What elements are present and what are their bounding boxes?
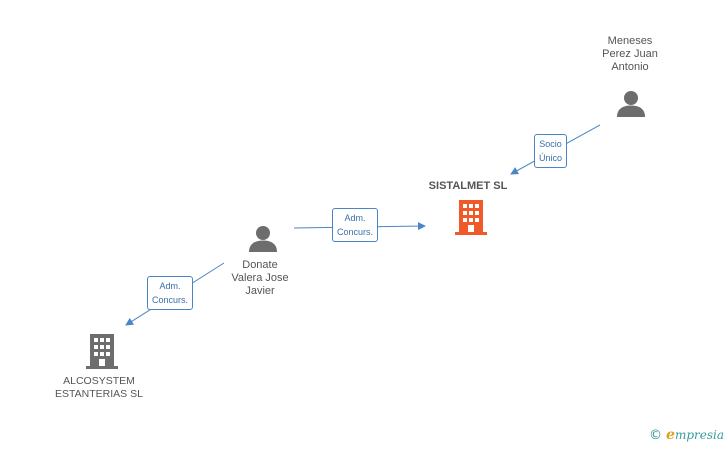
node-label-meneses[interactable]: Meneses Perez Juan Antonio — [602, 35, 658, 74]
building-icon[interactable] — [86, 334, 118, 370]
edge-label-socio-unico[interactable]: Socio Único — [534, 134, 568, 168]
edge-label-line: Socio — [539, 139, 562, 149]
label-line: ESTANTERIAS SL — [55, 388, 143, 400]
edge-label-line: Adm. — [344, 213, 366, 223]
label-line: Perez Juan — [602, 48, 658, 60]
copyright-icon: © — [649, 428, 663, 443]
label-line: Donate — [242, 259, 278, 271]
person-icon[interactable] — [248, 224, 278, 254]
label-line: Valera Jose — [231, 272, 289, 284]
edge-label-adm-concurs-sistalmet[interactable]: Adm. Concurs. — [332, 208, 379, 242]
edge-label-line: Adm. — [159, 281, 181, 291]
edge-label-line: Único — [539, 153, 563, 163]
label-line: ALCOSYSTEM — [63, 375, 135, 387]
edge-label-line: Concurs. — [337, 227, 374, 237]
brand-name: mpresia — [674, 428, 724, 442]
building-icon[interactable] — [455, 200, 487, 236]
node-label-donate[interactable]: Donate Valera Jose Javier — [231, 259, 288, 298]
edge-label-line: Concurs. — [152, 295, 189, 305]
label-line: Javier — [245, 285, 275, 297]
brand-initial: e — [666, 427, 675, 443]
edge-label-adm-concurs-alcosystem[interactable]: Adm. Concurs. — [147, 276, 194, 310]
empresia-watermark: ©empresia — [649, 427, 724, 443]
node-label-alcosystem[interactable]: ALCOSYSTEM ESTANTERIAS SL — [55, 375, 143, 401]
label-line: SISTALMET SL — [428, 180, 508, 192]
label-line: Antonio — [611, 61, 649, 73]
node-label-sistalmet[interactable]: SISTALMET SL — [429, 180, 508, 193]
person-icon[interactable] — [616, 89, 646, 119]
label-line: Meneses — [607, 35, 653, 47]
